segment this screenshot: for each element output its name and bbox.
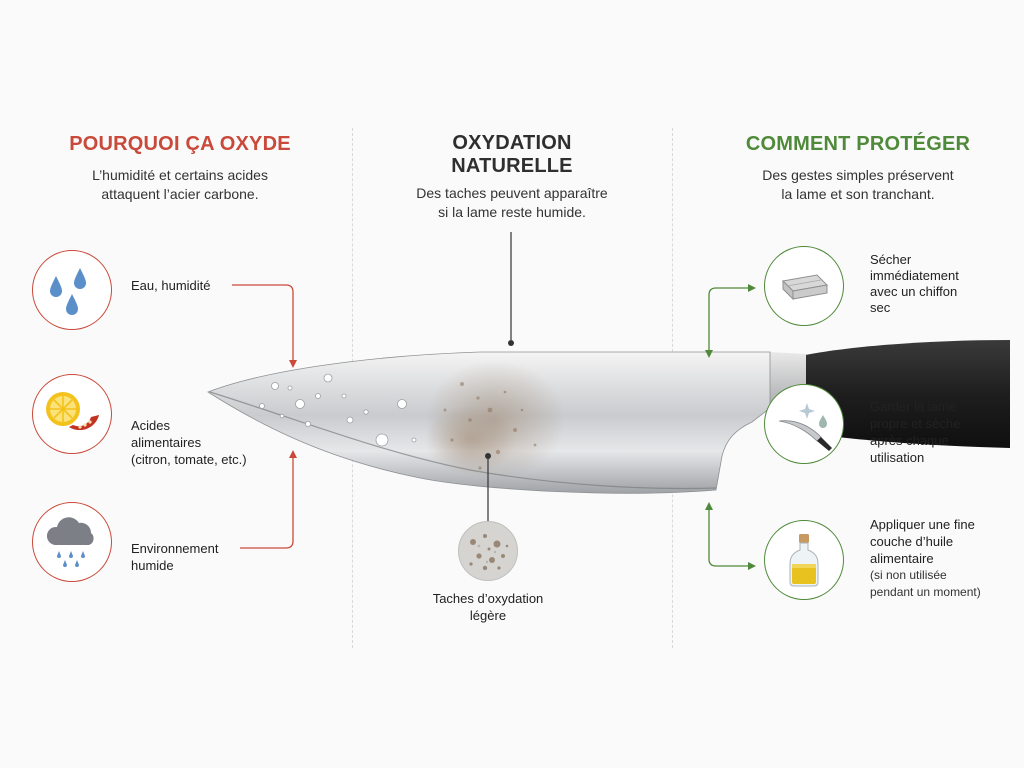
center-subtitle-line: Des taches peuvent apparaître (416, 185, 608, 201)
water-label: Eau, humidité (131, 277, 211, 294)
water-circle (32, 250, 112, 330)
humid-circle (32, 502, 112, 582)
oil-label: Appliquer une fine couche d’huile alimen… (870, 516, 981, 601)
rust-patches (425, 360, 565, 480)
dry-label-line: Sécher (870, 252, 912, 267)
rust-callout-label: Taches d’oxydation légère (404, 590, 572, 624)
left-subtitle-line: L’humidité et certains acides (92, 167, 268, 183)
acids-label: Acides alimentaires (citron, tomate, etc… (131, 417, 247, 468)
center-heading-line: NATURELLE (451, 155, 573, 177)
clean-label-line: après chaque (870, 433, 949, 448)
oil-label-line: Appliquer une fine (870, 517, 975, 532)
dry-label-line: sec (870, 300, 891, 315)
right-subtitle-line: la lame et son tranchant. (781, 186, 935, 202)
rust-callout-line: Taches d’oxydation (432, 591, 544, 606)
lemon-tomato-icon (46, 392, 99, 431)
right-subtitle-line: Des gestes simples préservent (762, 167, 954, 183)
center-heading: OXYDATION NATURELLE (372, 132, 652, 178)
oil-label-line: couche d’huile (870, 534, 954, 549)
clean-label-line: utilisation (870, 450, 925, 465)
rust-callout-line: légère (469, 608, 507, 623)
clean-knife-icon (778, 403, 832, 451)
right-heading: COMMENT PROTÉGER (745, 133, 971, 155)
humid-label: Environnement humide (131, 540, 218, 574)
humid-label-line: Environnement (131, 541, 219, 556)
water-droplets (259, 373, 417, 447)
clean-label-line: Garder la lame (870, 399, 956, 414)
water-label-line: Eau, humidité (131, 278, 211, 293)
humid-label-line: humide (131, 558, 174, 573)
left-subtitle-line: attaquent l’acier carbone. (101, 186, 259, 202)
right-subtitle: Des gestes simples préservent la lame et… (700, 166, 1016, 204)
clean-label: Garder la lame propre et sèche après cha… (870, 398, 960, 466)
center-subtitle-line: si la lame reste humide. (438, 204, 586, 220)
oil-circle (764, 520, 844, 600)
acids-label-line: alimentaires (131, 435, 202, 450)
oil-note-line: pendant un moment) (870, 585, 981, 599)
clean-label-line: propre et sèche (870, 416, 961, 431)
oil-note-line: (si non utilisée (870, 568, 947, 582)
clean-circle (764, 384, 844, 464)
rain-cloud-icon (46, 517, 94, 567)
acids-circle (32, 374, 112, 454)
right-connectors (708, 287, 750, 567)
knife-handle (800, 340, 1010, 448)
water-drops-icon (50, 268, 86, 315)
oil-bottle-icon (789, 534, 819, 587)
acids-label-line: Acides (131, 418, 171, 433)
dry-label-line: avec un chiffon (870, 284, 958, 299)
center-subtitle: Des taches peuvent apparaître si la lame… (372, 184, 652, 222)
left-connectors (232, 284, 294, 549)
center-heading-line: OXYDATION (452, 132, 572, 154)
acids-label-line: (citron, tomate, etc.) (131, 452, 247, 467)
dry-label: Sécher immédiatement avec un chiffon sec (870, 252, 959, 316)
oil-label-line: alimentaire (870, 551, 934, 566)
dry-label-line: immédiatement (870, 268, 959, 283)
rust-spots-magnifier-icon (458, 521, 518, 581)
left-heading: POURQUOI ÇA OXYDE (69, 133, 291, 155)
left-subtitle: L’humidité et certains acides attaquent … (36, 166, 324, 204)
dry-circle (764, 246, 844, 326)
folded-cloth-icon (781, 274, 829, 301)
